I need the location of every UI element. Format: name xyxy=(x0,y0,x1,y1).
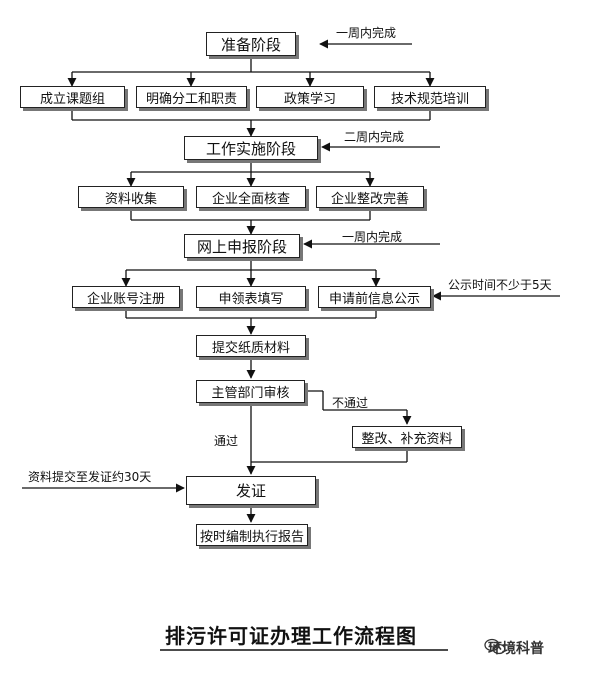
work-item-collect: 资料收集 xyxy=(78,186,184,208)
work-item-rectify: 企业整改完善 xyxy=(316,186,424,208)
online-item-form: 申领表填写 xyxy=(196,286,306,308)
online-item-register: 企业账号注册 xyxy=(72,286,180,308)
work-item-inspect: 企业全面核查 xyxy=(196,186,306,208)
stage-prep-box: 准备阶段 xyxy=(206,32,296,56)
diagram-title: 排污许可证办理工作流程图 xyxy=(165,624,417,648)
review-box: 主管部门审核 xyxy=(196,380,305,403)
paper-submission-box: 提交纸质材料 xyxy=(196,335,306,357)
fail-label: 不通过 xyxy=(332,396,369,410)
work-time-note: 二周内完成 xyxy=(344,130,405,144)
prep-item-duties: 明确分工和职责 xyxy=(136,86,247,108)
report-box: 按时编制执行报告 xyxy=(196,524,308,546)
issue-time-note: 资料提交至发证约30天 xyxy=(28,470,152,484)
online-item-publicity: 申请前信息公示 xyxy=(318,286,431,308)
prep-item-policy: 政策学习 xyxy=(256,86,364,108)
stage-work-box: 工作实施阶段 xyxy=(184,136,318,160)
issue-permit-box: 发证 xyxy=(186,476,316,505)
prep-item-training: 技术规范培训 xyxy=(374,86,486,108)
stage-online-box: 网上申报阶段 xyxy=(184,234,300,258)
watermark: 环境科普 xyxy=(484,638,544,658)
fix-materials-box: 整改、补充资料 xyxy=(352,426,462,448)
online-time-note: 一周内完成 xyxy=(342,230,403,244)
publicity-note: 公示时间不少于5天 xyxy=(448,278,552,292)
pass-label: 通过 xyxy=(214,434,239,448)
prep-item-team: 成立课题组 xyxy=(20,86,125,108)
prep-time-note: 一周内完成 xyxy=(336,26,397,40)
